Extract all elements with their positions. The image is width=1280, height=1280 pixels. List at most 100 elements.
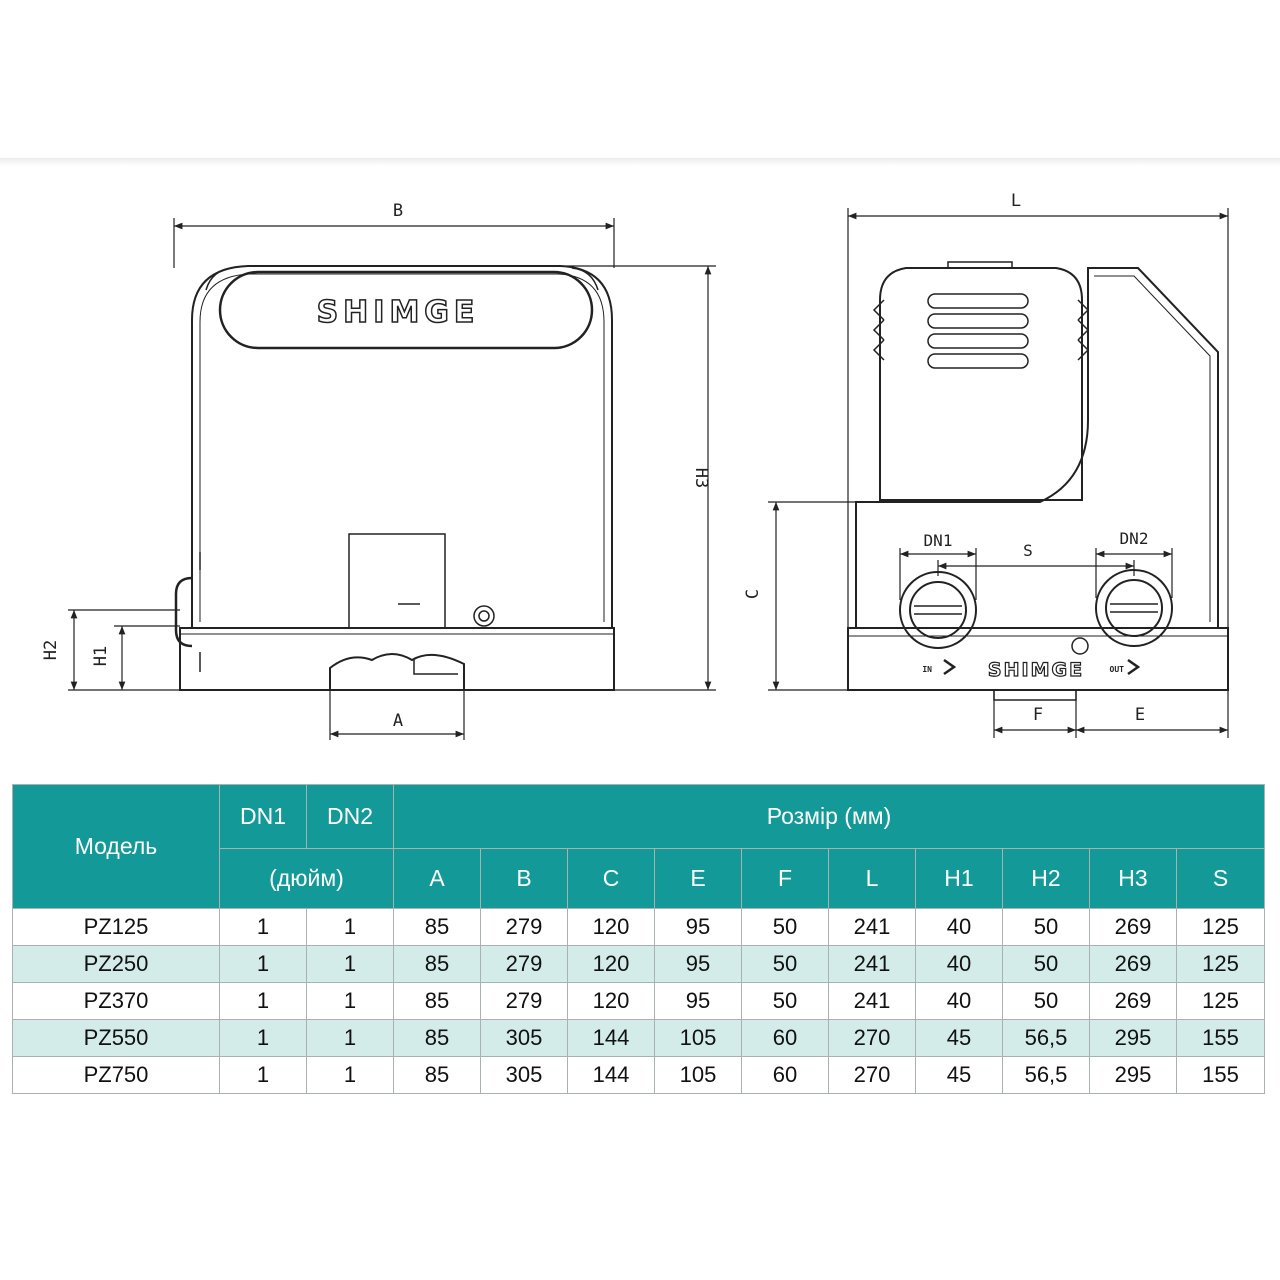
front-label-h2: H2: [41, 640, 61, 660]
value-cell: 270: [828, 1019, 916, 1057]
logo-plate: [218, 270, 594, 350]
front-dimensions: [68, 218, 716, 740]
front-label-h1: H1: [91, 646, 111, 666]
size-col-header: B: [480, 848, 568, 909]
value-cell: 269: [1089, 908, 1177, 946]
motor-housing: [879, 267, 1083, 501]
value-cell: 144: [567, 1019, 655, 1057]
size-col-header: F: [741, 848, 829, 909]
value-cell: 50: [741, 982, 829, 1020]
value-cell: 144: [567, 1056, 655, 1094]
value-cell: 85: [393, 1019, 481, 1057]
top-blank-band: [0, 0, 1280, 160]
value-cell: 95: [654, 908, 742, 946]
value-cell: 269: [1089, 982, 1177, 1020]
front-label-a: A: [393, 711, 403, 731]
front-housing-inner: [199, 273, 605, 622]
outlet-label: OUT: [1110, 665, 1125, 674]
value-cell: 95: [654, 945, 742, 983]
model-cell: PZ370: [12, 982, 220, 1020]
technical-drawing: SHIMGE B H3 H2 H1 A: [41, 191, 1229, 740]
value-cell: 85: [393, 1056, 481, 1094]
value-cell: 50: [741, 908, 829, 946]
unit-inch-header: (дюйм): [219, 848, 394, 909]
size-col-header: L: [828, 848, 916, 909]
value-cell: 50: [1002, 908, 1090, 946]
size-col-header: H2: [1002, 848, 1090, 909]
front-view: [174, 265, 615, 691]
size-col-header: C: [567, 848, 655, 909]
value-cell: 1: [306, 908, 394, 946]
value-cell: 1: [306, 1019, 394, 1057]
front-label-h3: H3: [691, 468, 711, 488]
value-cell: 50: [1002, 982, 1090, 1020]
front-foot: [329, 653, 465, 690]
value-cell: 45: [915, 1056, 1003, 1094]
pressure-switch-box: [348, 533, 446, 629]
value-cell: 1: [219, 945, 307, 983]
value-cell: 60: [741, 1056, 829, 1094]
value-cell: 85: [393, 945, 481, 983]
value-cell: 105: [654, 1019, 742, 1057]
value-cell: 120: [567, 945, 655, 983]
front-label-b: B: [393, 201, 403, 221]
value-cell: 50: [1002, 945, 1090, 983]
value-cell: 40: [915, 945, 1003, 983]
front-inlet-nozzle: [174, 576, 193, 648]
side-label-c: C: [743, 589, 763, 599]
size-col-header: A: [393, 848, 481, 909]
value-cell: 60: [741, 1019, 829, 1057]
model-header: Модель: [12, 784, 220, 909]
value-cell: 120: [567, 908, 655, 946]
size-col-header: E: [654, 848, 742, 909]
side-label-f: F: [1033, 705, 1043, 725]
value-cell: 279: [480, 908, 568, 946]
value-cell: 120: [567, 982, 655, 1020]
value-cell: 56,5: [1002, 1056, 1090, 1094]
value-cell: 295: [1089, 1056, 1177, 1094]
value-cell: 85: [393, 908, 481, 946]
size-header: Розмір (мм): [393, 784, 1265, 849]
value-cell: 270: [828, 1056, 916, 1094]
side-label-l: L: [1011, 191, 1021, 211]
model-cell: PZ250: [12, 945, 220, 983]
value-cell: 1: [306, 982, 394, 1020]
value-cell: 241: [828, 945, 916, 983]
front-brand-logo: SHIMGE: [317, 295, 480, 330]
pressure-tank: [855, 267, 1219, 629]
value-cell: 125: [1176, 945, 1265, 983]
model-cell: PZ125: [12, 908, 220, 946]
side-label-dn1: DN1: [924, 531, 953, 550]
side-brand-logo: SHIMGE: [988, 659, 1084, 681]
value-cell: 241: [828, 908, 916, 946]
size-col-header: H1: [915, 848, 1003, 909]
value-cell: 1: [306, 945, 394, 983]
value-cell: 295: [1089, 1019, 1177, 1057]
value-cell: 50: [741, 945, 829, 983]
side-label-e: E: [1135, 705, 1145, 725]
value-cell: 1: [219, 908, 307, 946]
size-col-header: S: [1176, 848, 1265, 909]
size-col-header: H3: [1089, 848, 1177, 909]
model-cell: PZ550: [12, 1019, 220, 1057]
side-label-dn2: DN2: [1120, 529, 1149, 548]
value-cell: 40: [915, 908, 1003, 946]
drain-screw: [473, 605, 495, 627]
dn1-header: DN1: [219, 784, 307, 849]
value-cell: 56,5: [1002, 1019, 1090, 1057]
value-cell: 279: [480, 982, 568, 1020]
value-cell: 241: [828, 982, 916, 1020]
top-band-shadow: [0, 158, 1280, 166]
side-view: [847, 261, 1229, 701]
value-cell: 95: [654, 982, 742, 1020]
value-cell: 1: [219, 1019, 307, 1057]
value-cell: 45: [915, 1019, 1003, 1057]
